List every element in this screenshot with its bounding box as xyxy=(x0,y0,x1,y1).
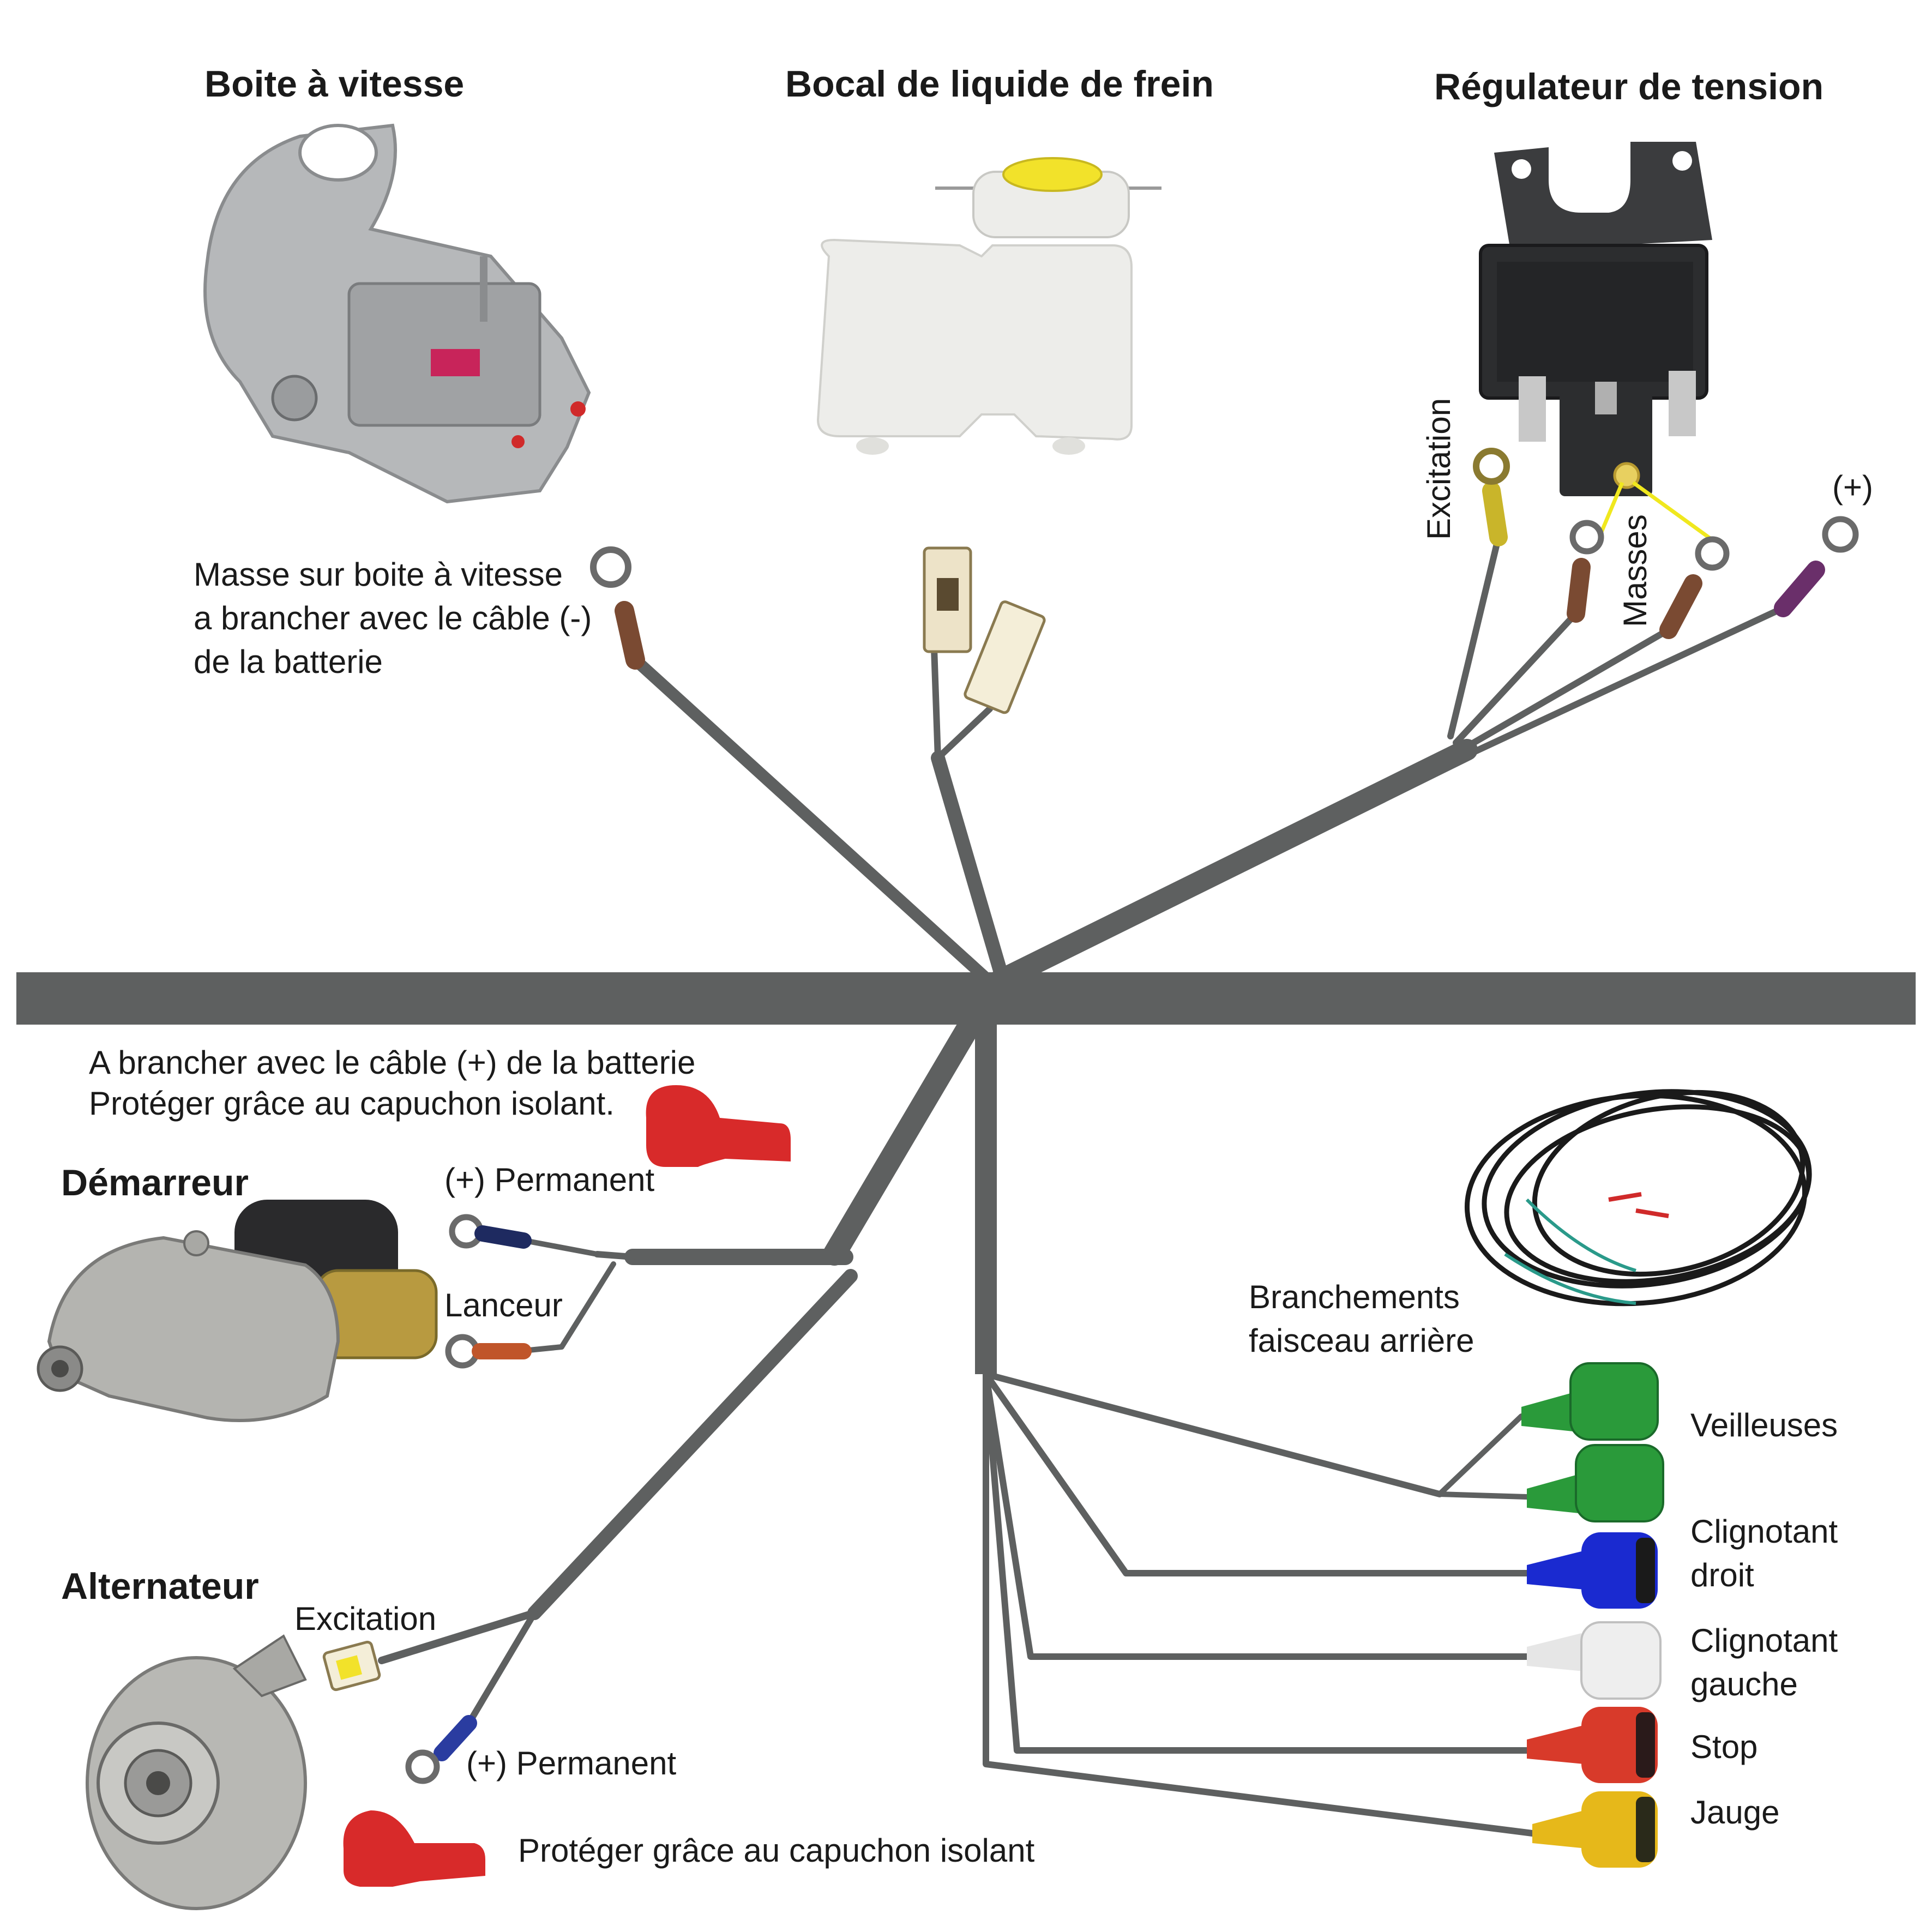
mass-ring-terminal-1 xyxy=(1569,520,1604,555)
clignotant-droit-label-line-2: droit xyxy=(1690,1557,1754,1593)
harness xyxy=(16,534,1916,1837)
mass-ring-terminal-2 xyxy=(1695,536,1730,571)
regulator-terminals xyxy=(1473,448,1859,639)
veilleuse-connector-1 xyxy=(1521,1362,1659,1441)
veilleuses-label: Veilleuses xyxy=(1690,1407,1838,1443)
starter-terminals xyxy=(445,1214,532,1369)
reservoir-connector-2 xyxy=(964,600,1046,714)
reservoir-cap xyxy=(1002,157,1103,192)
ground-terminal xyxy=(1613,462,1640,489)
starter-permanent-label: (+) Permanent xyxy=(444,1161,655,1198)
gearbox-note-line-2: a brancher avec le câble (-) xyxy=(194,600,592,636)
reservoir-connectors xyxy=(923,546,1046,714)
battery-cap-top xyxy=(646,1085,791,1167)
gearbox-ground-branch xyxy=(629,654,996,988)
clignotant-gauche-label-line-2: gauche xyxy=(1690,1666,1798,1702)
reservoir-branch xyxy=(931,751,1010,989)
masses-arrow-left xyxy=(1598,482,1624,535)
regulator-plus-label: (+) xyxy=(1832,469,1873,505)
jauge-label: Jauge xyxy=(1690,1794,1780,1831)
starter-image xyxy=(37,1200,438,1422)
regulator-title: Régulateur de tension xyxy=(1434,66,1824,107)
starter-branch xyxy=(823,1003,988,1266)
clignotant-droit-connector xyxy=(1527,1532,1658,1609)
gearbox-image xyxy=(203,123,591,504)
alternator-terminal xyxy=(405,1715,477,1784)
ring-terminal xyxy=(590,546,631,588)
alternator-image xyxy=(86,1634,381,1910)
masses-arrow-right xyxy=(1632,481,1714,541)
gearbox-note-line-1: Masse sur boite à vitesse xyxy=(194,556,563,593)
alternator-title: Alternateur xyxy=(61,1566,259,1607)
alternator-excitation-label: Excitation xyxy=(294,1600,437,1637)
battery-cap-bottom xyxy=(343,1810,485,1887)
regulator-branch xyxy=(987,739,1478,992)
brake-reservoir-image xyxy=(816,157,1161,455)
starter-lanceur-label: Lanceur xyxy=(444,1287,563,1323)
alternator-permanent-ring xyxy=(405,1749,440,1784)
stop-label: Stop xyxy=(1690,1729,1758,1765)
plus-ring-terminal xyxy=(1822,516,1859,553)
alternator-cap-note: Protéger grâce au capuchon isolant xyxy=(518,1832,1035,1869)
excitation-ring-terminal xyxy=(1473,448,1510,485)
regulator-image xyxy=(1479,142,1714,541)
gearbox-note-line-3: de la batterie xyxy=(194,643,383,680)
reservoir-title: Bocal de liquide de frein xyxy=(785,63,1214,105)
clignotant-gauche-connector xyxy=(1527,1621,1662,1700)
starter-title: Démarreur xyxy=(61,1162,249,1203)
rear-harness-label-line-2: faisceau arrière xyxy=(1249,1322,1474,1359)
battery-note-line-1: A brancher avec le câble (+) de la batte… xyxy=(89,1044,696,1081)
clignotant-droit-label-line-1: Clignotant xyxy=(1690,1513,1838,1550)
alternator-permanent-label: (+) Permanent xyxy=(466,1745,677,1781)
regulator-excitation-label: Excitation xyxy=(1421,398,1457,540)
rear-connectors xyxy=(1521,1362,1664,1868)
stop-connector xyxy=(1527,1707,1658,1783)
gearbox-title: Boite à vitesse xyxy=(204,63,465,105)
clignotant-gauche-label-line-1: Clignotant xyxy=(1690,1622,1838,1659)
rear-harness-image xyxy=(1464,1089,1812,1307)
veilleuse-connector-2 xyxy=(1527,1444,1664,1522)
alternator-branch xyxy=(527,1269,858,1620)
battery-note-line-2: Protéger grâce au capuchon isolant. xyxy=(89,1085,615,1122)
gearbox-ground-terminal xyxy=(590,546,645,670)
jauge-connector xyxy=(1532,1791,1658,1868)
regulator-masses-label: Masses xyxy=(1617,514,1653,627)
rear-harness-label-line-1: Branchements xyxy=(1249,1279,1460,1315)
